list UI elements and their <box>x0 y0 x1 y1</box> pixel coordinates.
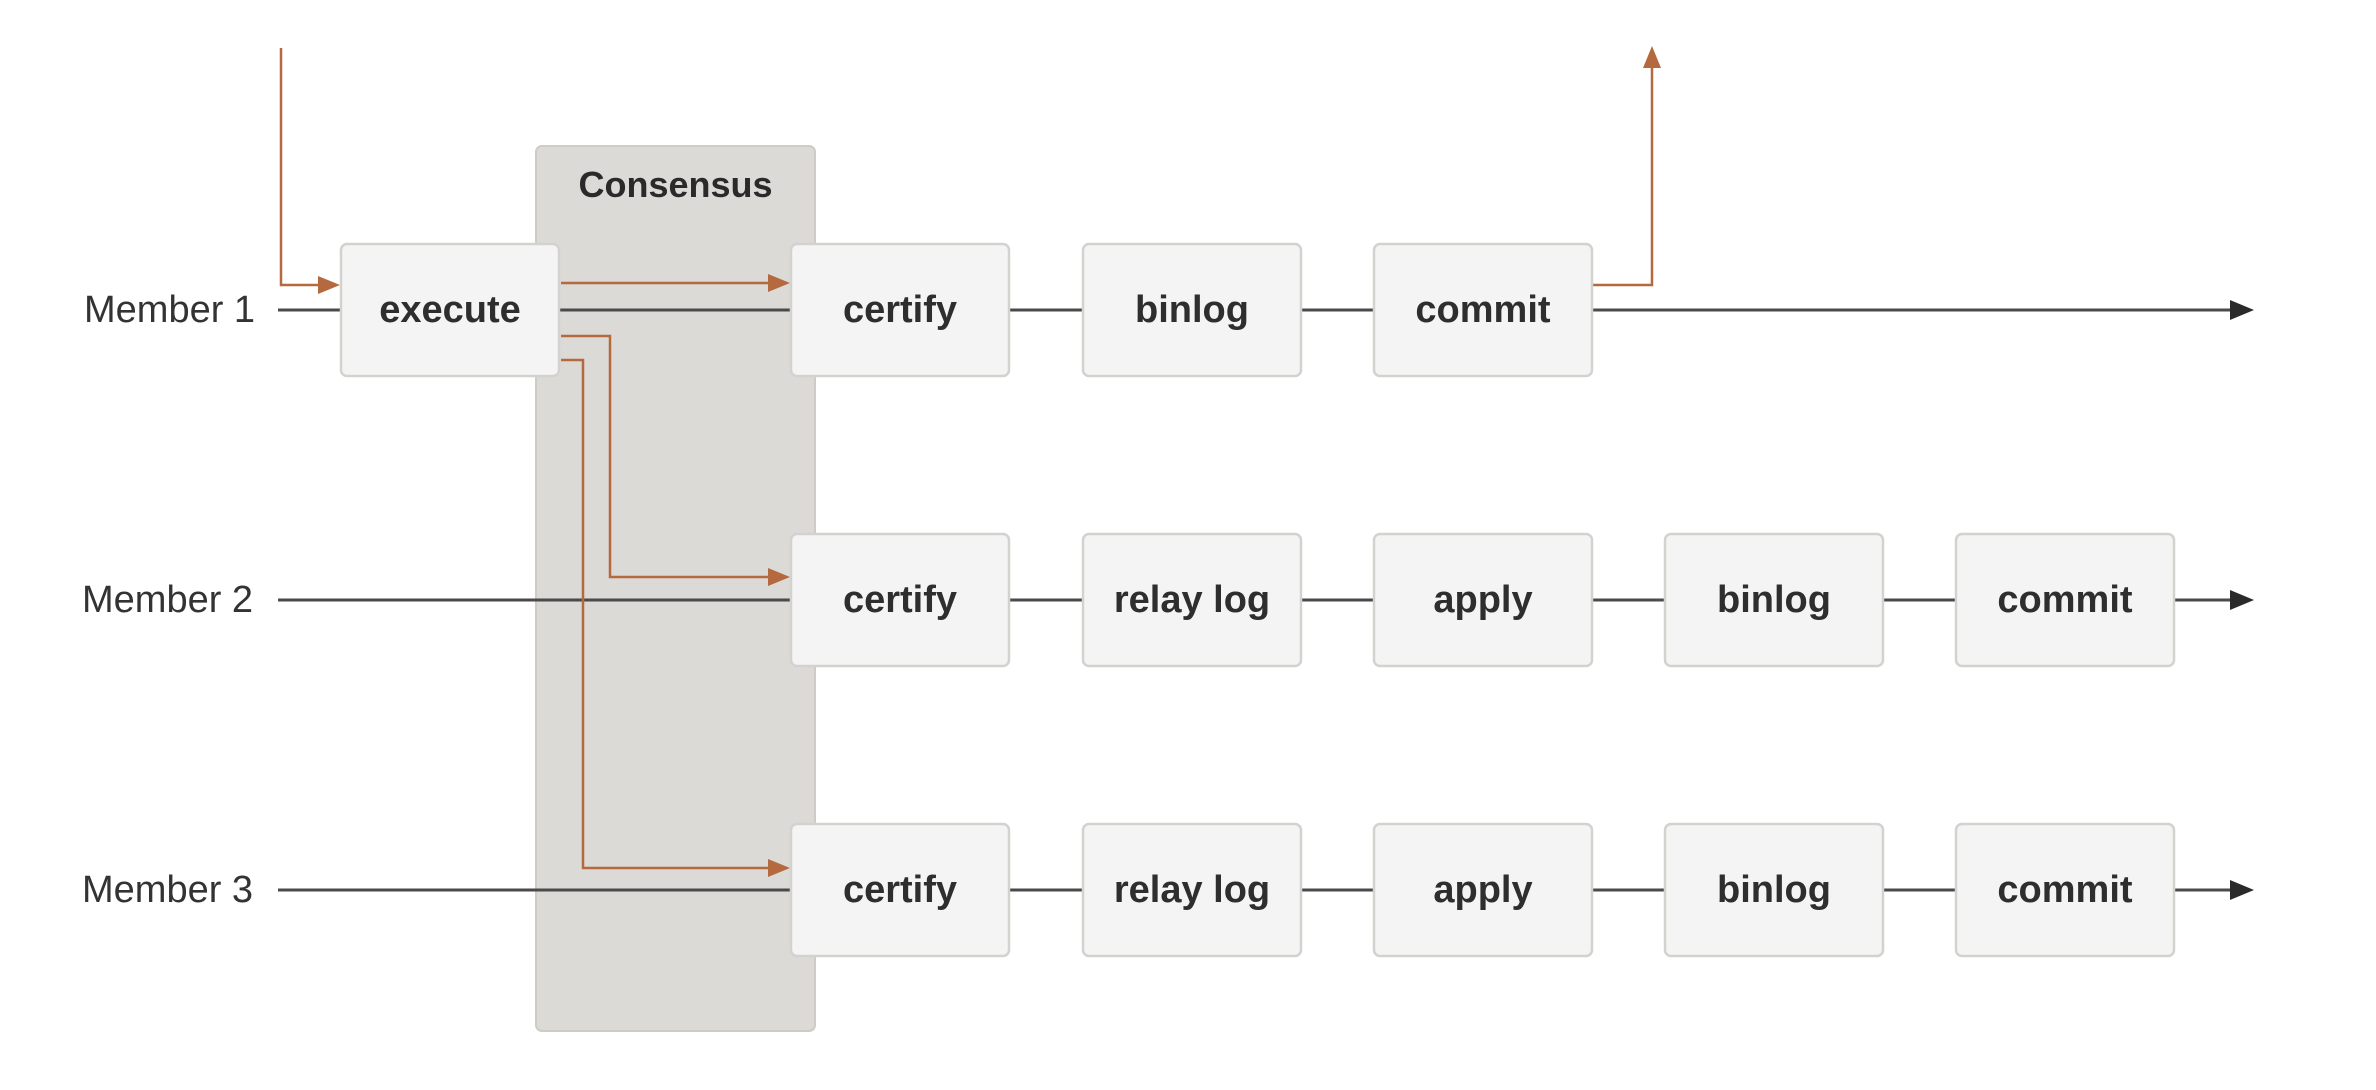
step-binlog-label: binlog <box>1135 289 1249 331</box>
step-execute-label: execute <box>379 289 521 331</box>
execute-to-certify-1-arrowhead <box>768 274 790 292</box>
step-commit-box <box>1372 242 1594 378</box>
flow-arrows <box>279 46 1661 877</box>
step-box: commit <box>1954 822 2176 958</box>
step-binlog-box <box>1663 532 1885 668</box>
step-box: binlog <box>1081 242 1303 378</box>
outgoing-flow-arrowhead <box>1643 46 1661 68</box>
step-apply-box <box>1372 822 1594 958</box>
member-3-timeline-arrowhead <box>2230 880 2254 900</box>
step-binlog-box <box>1663 822 1885 958</box>
step-box: certify <box>789 532 1011 668</box>
step-box: execute <box>339 242 561 378</box>
step-box: commit <box>1954 532 2176 668</box>
step-binlog-label: binlog <box>1717 579 1831 621</box>
member-1-timeline-arrowhead <box>2230 300 2254 320</box>
step-apply-label: apply <box>1433 579 1532 621</box>
incoming-flow-line <box>279 48 320 287</box>
member-1-steps: execute certify binlog commit <box>339 242 1594 378</box>
execute-to-certify-2-line <box>561 334 770 579</box>
member-3-label: Member 3 <box>82 869 253 911</box>
step-box: apply <box>1372 532 1594 668</box>
step-box: binlog <box>1663 532 1885 668</box>
step-certify-box <box>789 822 1011 958</box>
step-relay-log-box <box>1081 822 1303 958</box>
step-box: certify <box>789 242 1011 378</box>
step-certify-label: certify <box>843 289 957 331</box>
step-certify-box <box>789 532 1011 668</box>
step-commit-label: commit <box>1997 579 2132 621</box>
execute-to-certify-3-arrowhead <box>768 859 790 877</box>
step-commit-box <box>1954 822 2176 958</box>
step-relay-log-label: relay log <box>1114 579 1270 621</box>
step-commit-box <box>1954 532 2176 668</box>
step-certify-box <box>789 242 1011 378</box>
member-2-label: Member 2 <box>82 579 253 621</box>
outgoing-flow-line <box>1592 66 1654 287</box>
step-certify-label: certify <box>843 579 957 621</box>
step-box: commit <box>1372 242 1594 378</box>
step-box: binlog <box>1663 822 1885 958</box>
step-box: apply <box>1372 822 1594 958</box>
step-binlog-label: binlog <box>1717 869 1831 911</box>
step-box: certify <box>789 822 1011 958</box>
member-labels: Member 1 Member 2 Member 3 <box>82 289 255 911</box>
step-relay-log-box <box>1081 532 1303 668</box>
execute-to-certify-3-line <box>561 358 770 870</box>
step-execute-box <box>339 242 561 378</box>
execute-to-certify-2-arrowhead <box>768 568 790 586</box>
step-certify-label: certify <box>843 869 957 911</box>
member-3-steps: certify relay log apply binlog commit <box>789 822 2176 958</box>
incoming-flow-arrowhead <box>318 276 340 294</box>
step-box: relay log <box>1081 822 1303 958</box>
member-2-steps: certify relay log apply binlog commit <box>789 532 2176 668</box>
step-apply-box <box>1372 532 1594 668</box>
member-2-timeline-arrowhead <box>2230 590 2254 610</box>
step-commit-label: commit <box>1415 289 1550 331</box>
consensus-title: Consensus <box>578 164 772 205</box>
step-relay-log-label: relay log <box>1114 869 1270 911</box>
step-apply-label: apply <box>1433 869 1532 911</box>
step-commit-label: commit <box>1997 869 2132 911</box>
member-1-label: Member 1 <box>84 289 255 331</box>
step-box: relay log <box>1081 532 1303 668</box>
step-binlog-box <box>1081 242 1303 378</box>
